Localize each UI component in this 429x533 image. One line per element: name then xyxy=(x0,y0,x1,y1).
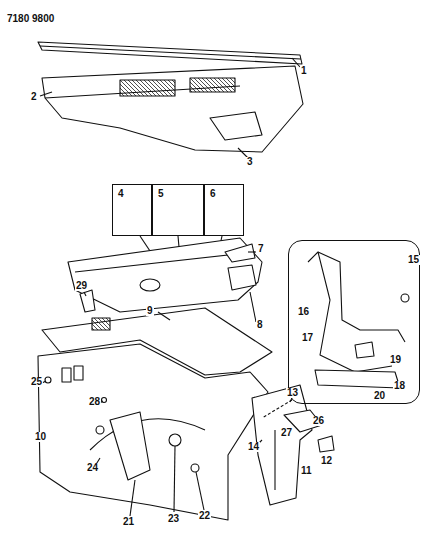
callout-number: 15 xyxy=(407,255,420,265)
callout-number: 19 xyxy=(389,355,402,365)
callout-number: 8 xyxy=(256,320,264,330)
callout-number: 6 xyxy=(209,189,217,199)
callout-number: 23 xyxy=(167,514,180,524)
callout-number: 28 xyxy=(88,397,101,407)
callout-number: 26 xyxy=(312,416,325,426)
callout-number: 24 xyxy=(86,463,99,473)
callout-number: 21 xyxy=(122,517,135,527)
callout-number: 2 xyxy=(30,92,38,102)
callout-number: 14 xyxy=(247,442,260,452)
inset-box: 6 xyxy=(204,184,244,236)
inset-box: 4 xyxy=(112,184,152,236)
callout-number: 17 xyxy=(301,333,314,343)
callout-number: 3 xyxy=(246,157,254,167)
callout-number: 1 xyxy=(300,66,308,76)
callout-number: 9 xyxy=(146,306,154,316)
callout-number: 16 xyxy=(297,307,310,317)
callout-number: 13 xyxy=(286,388,299,398)
callout-number: 20 xyxy=(373,391,386,401)
callout-number: 7 xyxy=(257,244,265,254)
callout-number: 11 xyxy=(300,466,313,476)
callout-number: 29 xyxy=(75,281,88,291)
callout-number: 27 xyxy=(280,428,293,438)
callout-number: 25 xyxy=(30,377,43,387)
detail-inset: 15 16 17 19 18 20 xyxy=(288,240,420,404)
callout-number: 5 xyxy=(157,189,165,199)
callout-number: 12 xyxy=(320,456,333,466)
inset-box: 5 xyxy=(152,184,204,236)
callout-number: 10 xyxy=(34,432,47,442)
figure-code: 7180 9800 xyxy=(6,14,55,24)
callout-number: 22 xyxy=(198,511,211,521)
callout-number: 4 xyxy=(117,189,125,199)
callout-number: 18 xyxy=(393,381,406,391)
